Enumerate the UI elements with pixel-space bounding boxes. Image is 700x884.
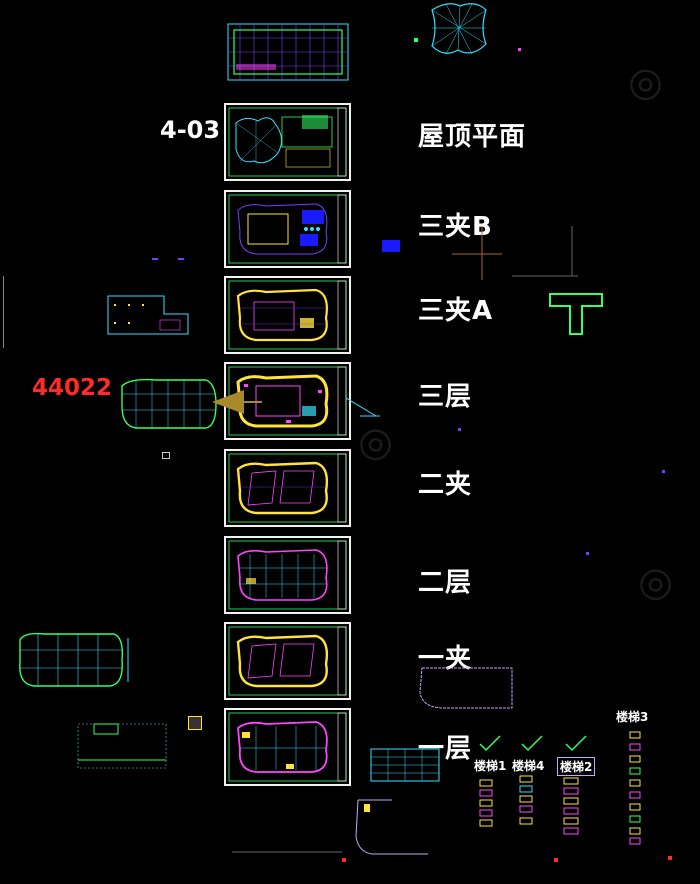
axis-cross — [452, 226, 578, 280]
stair-1-drawings — [479, 779, 493, 827]
stair-label-1: 楼梯1 — [474, 759, 507, 773]
sheet-first-floor[interactable] — [224, 708, 351, 786]
sheet-third-mezz-a[interactable] — [224, 276, 351, 354]
stair-label-4: 楼梯4 — [512, 759, 545, 773]
floor-label-second: 二层 — [418, 568, 473, 598]
detail-thumbnail — [188, 716, 202, 730]
stair-2-drawings — [563, 777, 579, 835]
stair-3-drawings — [629, 731, 641, 845]
site-plan-small — [107, 295, 189, 335]
floor-label-first-mezz: 一夹 — [418, 644, 473, 674]
marker-dot — [668, 856, 672, 860]
stair-4-drawings — [519, 775, 533, 825]
marker-dot — [414, 38, 418, 42]
check-icon — [521, 735, 543, 752]
floor-label-third-mezz-b: 三夹B — [418, 212, 493, 242]
marker-dot — [518, 48, 521, 51]
sheet-first-mezz[interactable] — [224, 622, 351, 700]
roof-canopy-detail — [431, 3, 487, 55]
marker-dot — [662, 470, 665, 473]
drawing-number: 4-03 — [160, 116, 221, 144]
left-border-line — [0, 276, 4, 348]
marker-dot — [458, 428, 461, 431]
leader-line — [346, 398, 380, 417]
marker-dot — [178, 258, 184, 260]
blue-block — [382, 240, 400, 252]
elevation-table — [370, 748, 440, 782]
floor-label-third: 三层 — [418, 382, 473, 412]
floor-label-second-mezz: 二夹 — [418, 470, 473, 500]
basement-plan-small — [77, 723, 167, 769]
check-icon — [479, 735, 501, 752]
canopy-outline — [419, 667, 513, 709]
sheet-second-floor[interactable] — [224, 536, 351, 614]
watermark: ◎ — [618, 54, 677, 112]
marker-dot — [152, 258, 158, 260]
sheet-third-mezz-b[interactable] — [224, 190, 351, 268]
first-floor-overview — [19, 632, 129, 687]
check-icon — [565, 735, 587, 752]
floor-label-roof: 屋顶平面 — [418, 122, 527, 152]
sheet-roof-plan[interactable] — [224, 103, 351, 181]
marker-dot — [554, 858, 558, 862]
watermark: ◎ — [348, 414, 407, 472]
stair-label-2: 楼梯2 — [557, 757, 596, 776]
t-section-shape — [549, 293, 603, 335]
marker-dot — [586, 552, 589, 555]
marker-dot — [342, 858, 346, 862]
top-floor-plan — [227, 23, 349, 81]
small-note — [162, 452, 170, 459]
floor-label-third-mezz-a: 三夹A — [418, 296, 494, 326]
bottom-outline — [232, 799, 428, 855]
watermark: ◎ — [628, 554, 687, 612]
third-floor-overview — [121, 378, 262, 429]
red-annotation: 44022 — [32, 375, 113, 401]
sheet-second-mezz[interactable] — [224, 449, 351, 527]
stair-label-3: 楼梯3 — [616, 710, 649, 724]
